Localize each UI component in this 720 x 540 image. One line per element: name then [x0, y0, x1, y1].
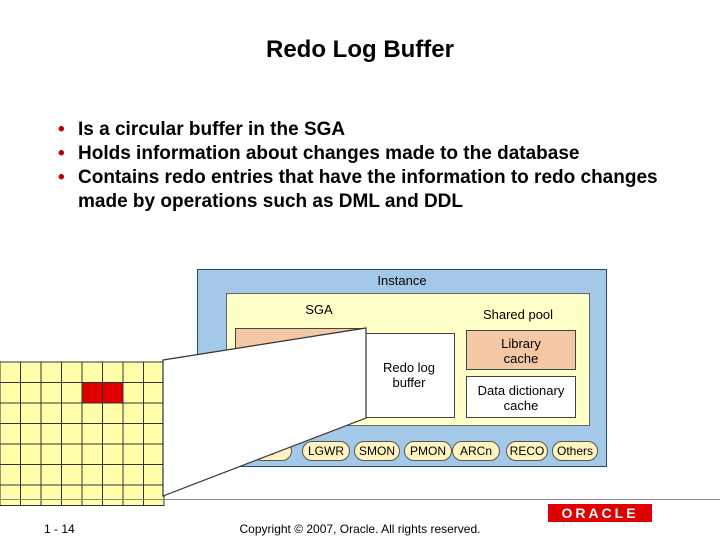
buffer-cell: [143, 443, 165, 465]
buffer-cell: [61, 423, 83, 445]
buffer-cell: [81, 464, 103, 486]
process-arcn: ARCn: [452, 441, 500, 461]
buffer-cell: [20, 484, 42, 506]
copyright-text: Copyright © 2007, Oracle. All rights res…: [239, 522, 481, 536]
data-dictionary-cache-label: Data dictionary cache: [477, 383, 565, 413]
buffer-cell: [61, 443, 83, 465]
bullet-list: Is a circular buffer in the SGA Holds in…: [56, 118, 696, 214]
buffer-cell: [102, 423, 124, 445]
buffer-cell: [0, 443, 21, 465]
buffer-cell: [81, 423, 103, 445]
buffer-cell: [81, 361, 103, 383]
buffer-cell: [122, 484, 144, 506]
buffer-cell: [122, 402, 144, 424]
buffer-cell: [0, 382, 21, 404]
buffer-cell-highlighted: [102, 382, 124, 404]
buffer-cell: [122, 443, 144, 465]
buffer-cell: [61, 484, 83, 506]
buffer-cell: [122, 361, 144, 383]
buffer-cell: [102, 484, 124, 506]
data-dictionary-cache-box: [466, 376, 576, 418]
process-reco: RECO: [506, 441, 548, 461]
buffer-cell: [61, 361, 83, 383]
buffer-cell: [20, 382, 42, 404]
buffer-cell: [40, 443, 62, 465]
buffer-cell: [143, 361, 165, 383]
circular-buffer-grid: [0, 361, 165, 506]
buffer-cell: [0, 464, 21, 486]
shared-pool-label: Shared pool: [482, 307, 554, 322]
buffer-cell: [40, 464, 62, 486]
buffer-cell: [81, 484, 103, 506]
redo-log-buffer-box: [363, 333, 455, 418]
oracle-logo: ORACLE: [548, 504, 652, 522]
buffer-cell: [20, 443, 42, 465]
bullet-item: Contains redo entries that have the info…: [56, 166, 696, 214]
buffer-cell: [81, 402, 103, 424]
buffer-cell: [40, 382, 62, 404]
bullet-item: Holds information about changes made to …: [56, 142, 696, 166]
buffer-cell: [20, 361, 42, 383]
buffer-cell: [61, 382, 83, 404]
buffer-cell: [0, 423, 21, 445]
footer-divider: [0, 499, 720, 500]
zoom-callout-wedge: [162, 327, 367, 497]
buffer-cell: [40, 423, 62, 445]
buffer-cell: [20, 423, 42, 445]
library-cache-box: [466, 330, 576, 370]
buffer-cell: [122, 382, 144, 404]
buffer-cell: [122, 423, 144, 445]
buffer-cell: [143, 464, 165, 486]
buffer-cell: [81, 443, 103, 465]
page-number: 1 - 14: [44, 522, 75, 536]
buffer-cell: [102, 402, 124, 424]
instance-label: Instance: [377, 273, 427, 288]
process-others: Others: [552, 441, 598, 461]
buffer-cell: [0, 361, 21, 383]
process-pmon: PMON: [404, 441, 452, 461]
slide-title: Redo Log Buffer: [266, 36, 454, 63]
buffer-cell-highlighted: [81, 382, 103, 404]
buffer-cell: [40, 361, 62, 383]
sga-label: SGA: [305, 302, 333, 317]
buffer-cell: [20, 402, 42, 424]
buffer-cell: [0, 402, 21, 424]
buffer-cell: [0, 484, 21, 506]
bullet-item: Is a circular buffer in the SGA: [56, 118, 696, 142]
process-smon: SMON: [354, 441, 400, 461]
redo-log-buffer-label: Redo log buffer: [382, 360, 436, 390]
buffer-cell: [143, 484, 165, 506]
buffer-cell: [20, 464, 42, 486]
buffer-cell: [61, 402, 83, 424]
buffer-cell: [102, 443, 124, 465]
buffer-cell: [143, 402, 165, 424]
buffer-cell: [102, 361, 124, 383]
buffer-cell: [40, 484, 62, 506]
buffer-cell: [61, 464, 83, 486]
buffer-cell: [143, 423, 165, 445]
buffer-cell: [143, 382, 165, 404]
library-cache-label: Library cache: [501, 336, 541, 366]
process-lgwr: LGWR: [302, 441, 350, 461]
buffer-cell: [122, 464, 144, 486]
buffer-cell: [102, 464, 124, 486]
buffer-cell: [40, 402, 62, 424]
